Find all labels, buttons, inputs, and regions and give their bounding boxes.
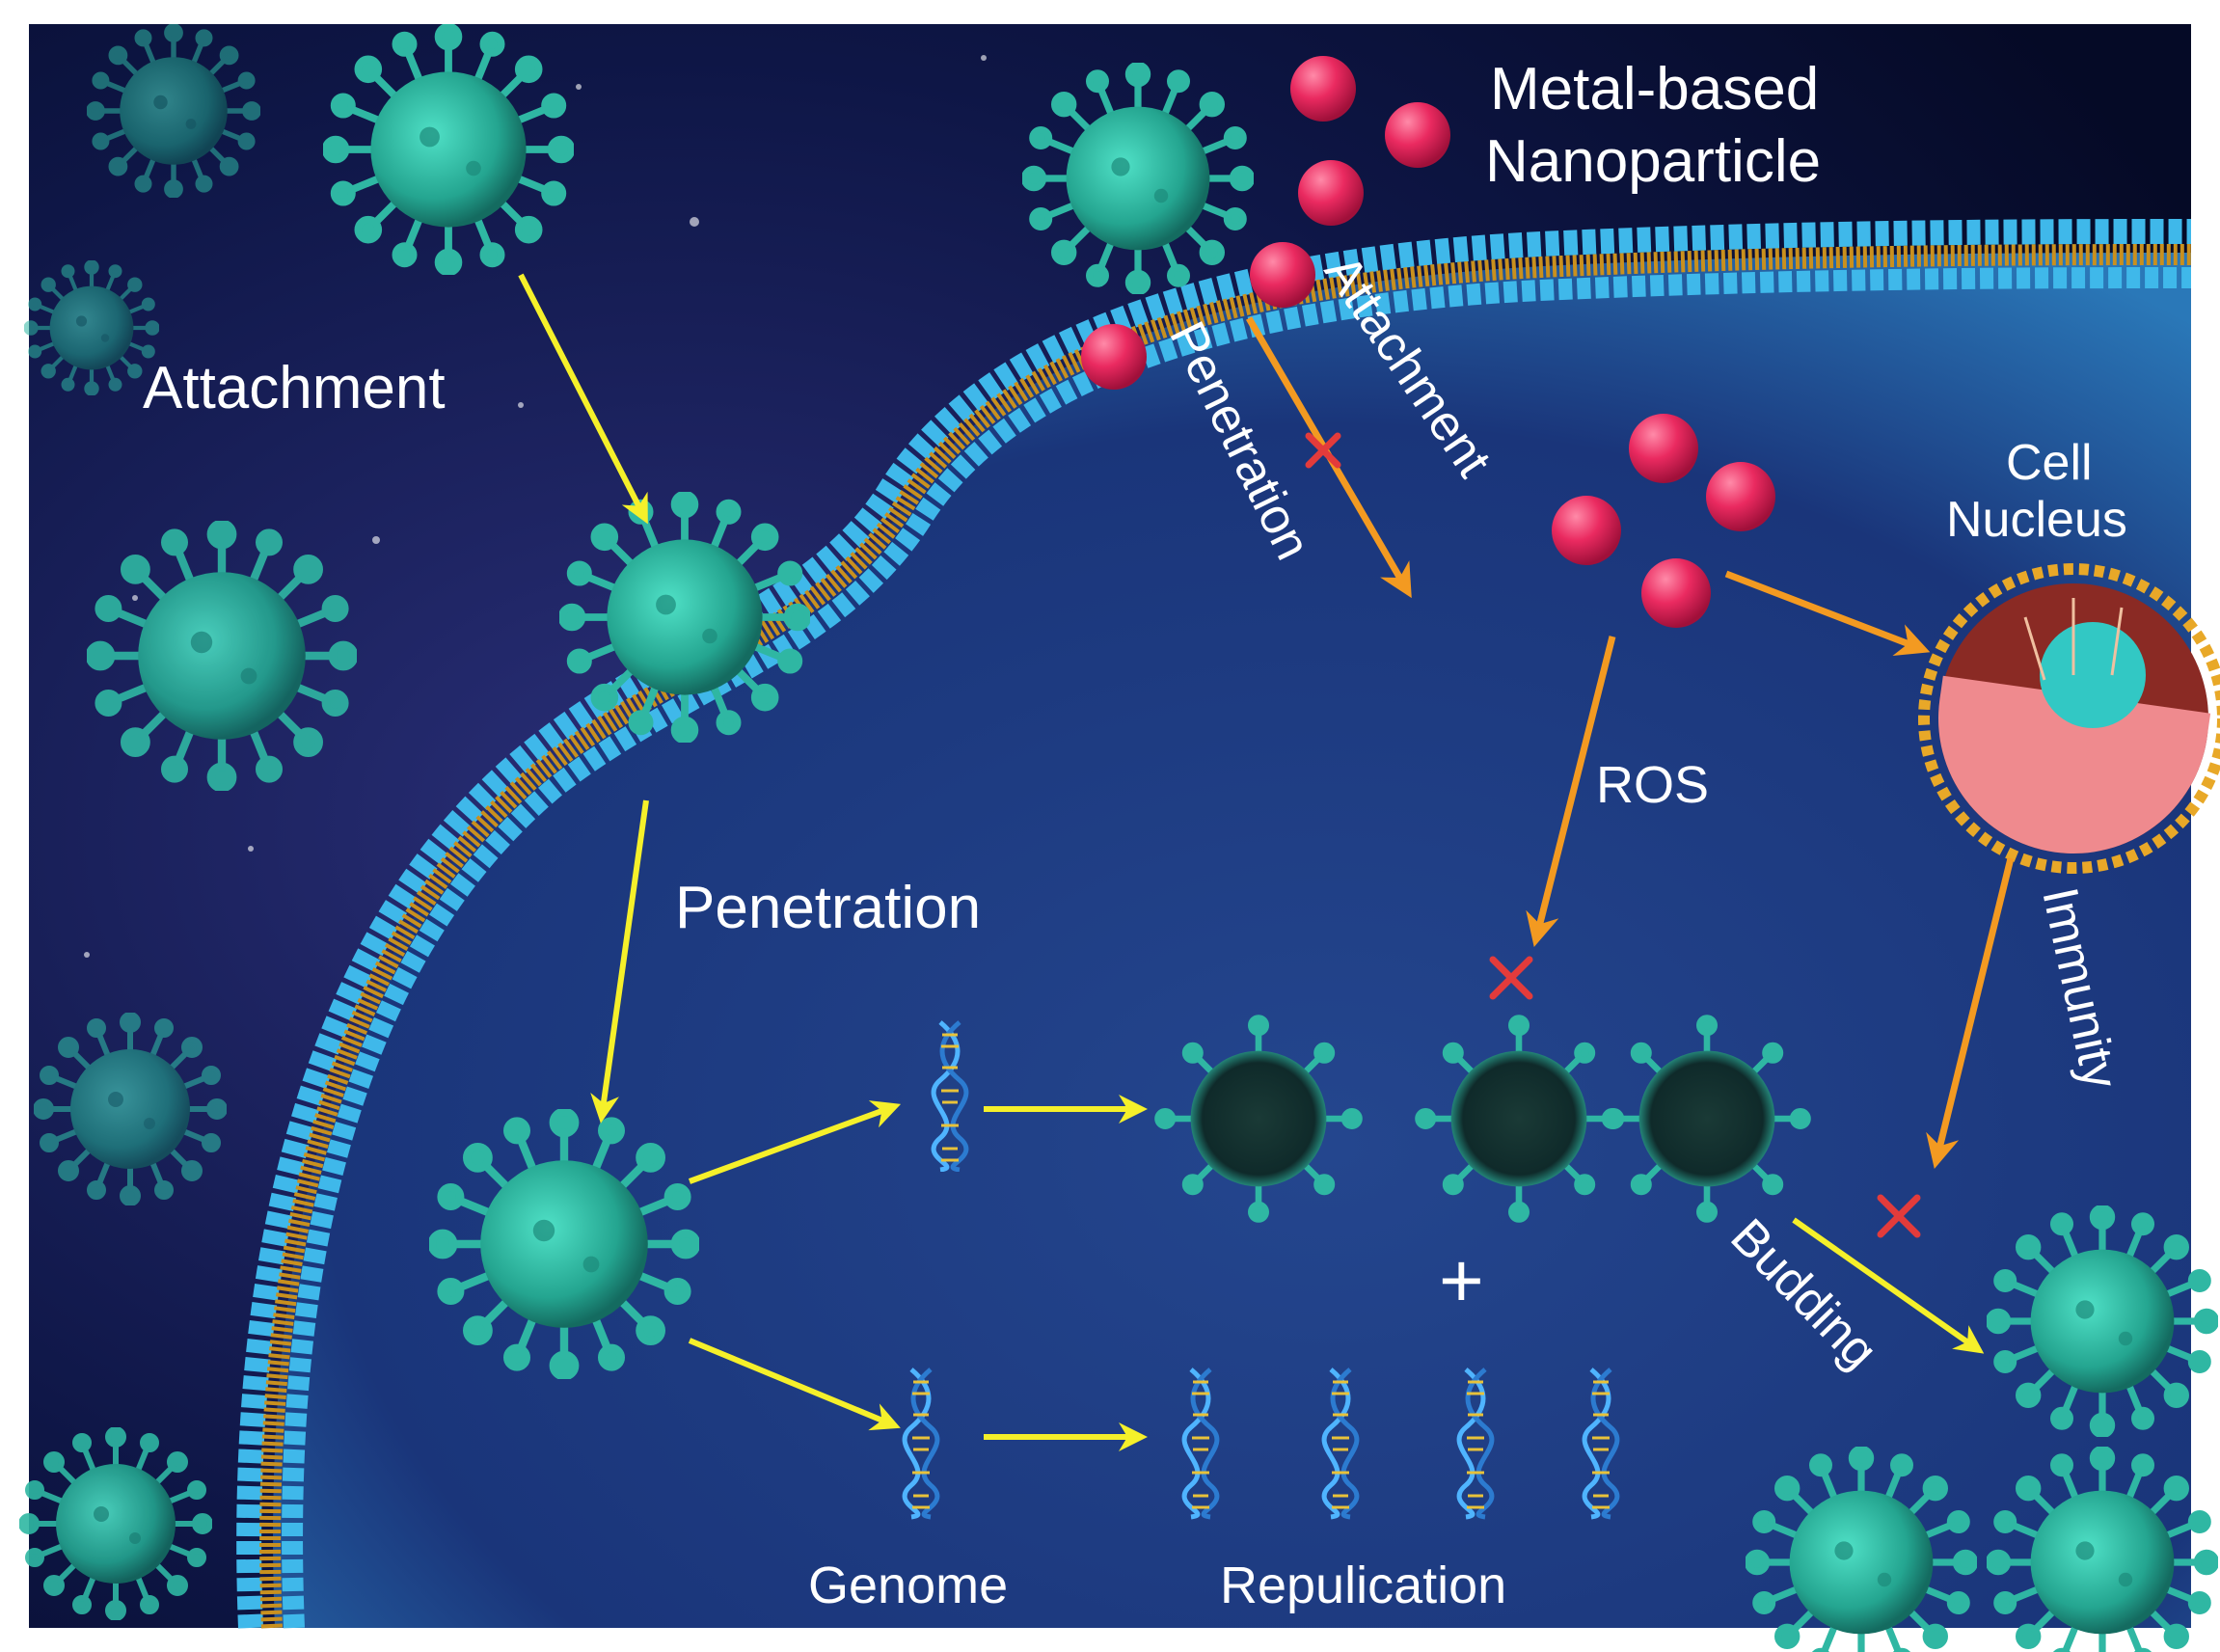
cell-cytoplasm bbox=[273, 253, 2191, 1628]
to-upper-dna-arrow bbox=[688, 1100, 902, 1184]
label-nanoparticle-line2: Nanoparticle bbox=[1485, 128, 1821, 195]
cell-nucleus-icon bbox=[1918, 563, 2220, 874]
label-penetration-outer: Penetration bbox=[675, 875, 981, 941]
progeny-virus-icon bbox=[1419, 1018, 1620, 1220]
virus-icon bbox=[25, 261, 157, 393]
virus-icon bbox=[36, 1015, 225, 1204]
virus-icon bbox=[1024, 65, 1251, 291]
nanoparticle-icon bbox=[1641, 558, 1711, 628]
to-lower-dna-arrow bbox=[688, 1338, 901, 1431]
attachment-arrow bbox=[518, 273, 648, 525]
nanoparticle-group bbox=[1081, 56, 1775, 628]
penetration-arrow bbox=[590, 799, 649, 1124]
label-nucleus-line2: Nucleus bbox=[1946, 492, 2127, 548]
nanoparticle-icon bbox=[1298, 160, 1364, 226]
label-replication: Repulication bbox=[1220, 1557, 1506, 1614]
label-nanoparticle-line1: Metal-based bbox=[1490, 56, 1819, 122]
membrane-inner-heads bbox=[282, 267, 2192, 1629]
nanoparticle-icon bbox=[1081, 324, 1147, 390]
to-nucleus-arrow bbox=[1724, 570, 1931, 657]
attaching-virus-icon bbox=[562, 495, 808, 741]
budding-arrow bbox=[1792, 1217, 1985, 1354]
label-plus: + bbox=[1439, 1237, 1484, 1323]
block-marks bbox=[1305, 432, 1921, 1238]
nanoparticle-icon bbox=[1552, 496, 1621, 565]
nanoparticle-icon bbox=[1629, 414, 1698, 483]
nanoparticle-icon bbox=[1290, 56, 1356, 122]
penetration-block-x-icon bbox=[1305, 432, 1341, 469]
virus-icon bbox=[90, 524, 354, 788]
nanoparticle-icon bbox=[1385, 102, 1450, 168]
ros-arrow bbox=[1526, 636, 1616, 947]
membrane-outer-heads bbox=[236, 219, 2192, 1629]
released-virus-icon bbox=[1989, 1207, 2215, 1434]
progeny-virus-icon bbox=[1158, 1018, 1360, 1220]
viral-cycle-arrows bbox=[518, 273, 1985, 1451]
immunity-arrow bbox=[1926, 857, 2015, 1169]
star-field bbox=[84, 55, 987, 958]
replication-block-x-icon bbox=[1489, 956, 1533, 1000]
internal-virus-icon bbox=[432, 1112, 696, 1376]
virus-icon bbox=[21, 1429, 210, 1618]
virus-icon bbox=[326, 27, 572, 273]
progeny-virus-icon bbox=[1607, 1018, 1808, 1220]
label-genome: Genome bbox=[808, 1557, 1008, 1614]
budding-block-x-icon bbox=[1877, 1194, 1921, 1238]
nanoparticle-icon bbox=[1706, 462, 1775, 531]
label-nucleus-line1: Cell bbox=[2006, 435, 2093, 491]
label-attachment-outer: Attachment bbox=[143, 355, 446, 421]
virus-icon bbox=[89, 26, 258, 196]
label-ros: ROS bbox=[1596, 756, 1709, 814]
nanoparticle-icon bbox=[1250, 242, 1315, 308]
membrane-lipid-tails bbox=[259, 244, 2192, 1629]
